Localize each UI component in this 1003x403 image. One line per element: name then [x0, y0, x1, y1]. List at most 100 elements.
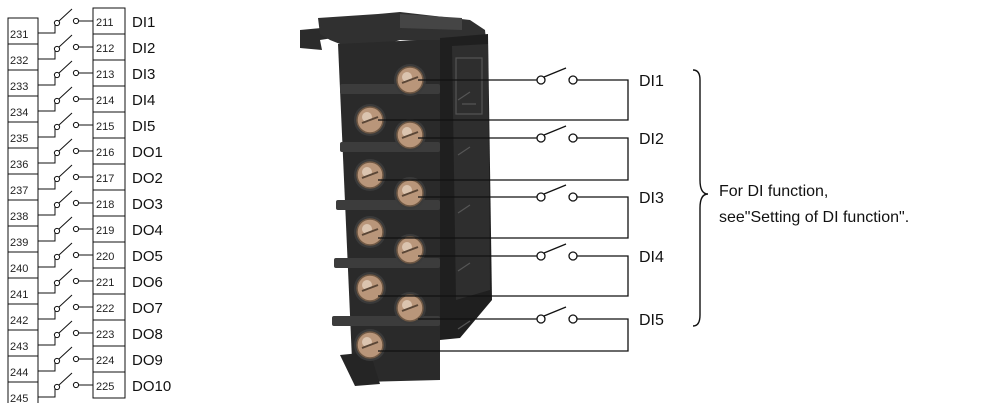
terminal-label: DI1 — [132, 14, 155, 31]
switch-contact — [53, 227, 61, 235]
left-terminal-number: 242 — [10, 315, 28, 327]
screw-slot — [401, 304, 419, 312]
di-label: DI2 — [639, 131, 664, 148]
left-terminal-number: 236 — [10, 159, 28, 171]
di-circuit: DI2 — [378, 125, 664, 181]
switch-contact — [53, 201, 61, 209]
left-terminal-number: 239 — [10, 237, 28, 249]
switch-contact — [72, 381, 80, 389]
left-terminal-number: 244 — [10, 367, 28, 379]
switch-wire-left — [38, 51, 56, 60]
terminal-label: DI3 — [132, 66, 155, 83]
di-wire-return — [378, 196, 629, 239]
switch-contact — [53, 97, 61, 105]
right-terminal-number: 214 — [96, 95, 114, 107]
switch-contact — [72, 251, 80, 259]
terminal-block-photo — [300, 12, 492, 386]
terminal-label: DI5 — [132, 118, 155, 135]
right-terminal-number: 223 — [96, 329, 114, 341]
switch-contact — [53, 71, 61, 79]
di-circuit: DI4 — [378, 243, 664, 297]
di-circuit: DI3 — [378, 184, 664, 239]
note-line2: see"Setting of DI function". — [719, 209, 909, 226]
switch-wire-left — [38, 389, 56, 398]
switch-contact — [53, 253, 61, 261]
switch-wire-left — [38, 363, 56, 372]
switch-contact — [72, 329, 80, 337]
switch-contact — [53, 383, 61, 391]
left-terminal-strip — [7, 17, 39, 403]
switch-blade — [58, 8, 73, 22]
left-terminal-number: 233 — [10, 81, 28, 93]
di-switch-contact — [568, 314, 578, 324]
curly-brace — [692, 69, 709, 327]
switch-wire-left — [38, 129, 56, 138]
switch-wire-left — [38, 285, 56, 294]
switch-wire-left — [38, 259, 56, 268]
terminal-screw — [354, 216, 386, 248]
switch-contact — [72, 17, 80, 25]
switch-contact — [53, 123, 61, 131]
switch-contact — [72, 43, 80, 51]
switch-contact — [53, 149, 61, 157]
right-terminal-number: 224 — [96, 355, 114, 367]
screw-slot — [361, 171, 379, 179]
left-terminal-number: 240 — [10, 263, 28, 275]
switch-wire-left — [38, 181, 56, 190]
switch-wire-left — [38, 207, 56, 216]
right-terminal-number: 216 — [96, 147, 114, 159]
terminal-screw — [354, 104, 386, 136]
left-terminal-number: 232 — [10, 55, 28, 67]
switch-contact — [53, 175, 61, 183]
terminal-label: DO2 — [132, 170, 163, 187]
switch-blade — [58, 268, 73, 282]
switch-contact — [72, 173, 80, 181]
switch-contact — [53, 45, 61, 53]
di-switch-contact — [536, 75, 546, 85]
di-switch-blade — [543, 184, 567, 195]
switch-wire-left — [38, 103, 56, 112]
note-line1: For DI function, — [719, 183, 828, 200]
terminal-screw — [394, 177, 426, 209]
di-switch-blade — [543, 243, 567, 254]
terminal-label: DO8 — [132, 326, 163, 343]
right-terminal-number: 211 — [96, 17, 114, 29]
left-terminal-number: 234 — [10, 107, 28, 119]
terminal-screw — [354, 329, 386, 361]
di-label: DI4 — [639, 249, 664, 266]
switch-contact — [72, 95, 80, 103]
di-label: DI5 — [639, 312, 664, 329]
switch-blade — [58, 242, 73, 256]
screw-slot — [361, 116, 379, 124]
switch-wire-left — [38, 77, 56, 86]
switch-blade — [58, 34, 73, 48]
terminal-label: DO7 — [132, 300, 163, 317]
switch-wire-left — [38, 337, 56, 346]
terminal-label: DO10 — [132, 378, 171, 395]
terminal-screw — [354, 159, 386, 191]
left-terminal-number: 245 — [10, 393, 28, 403]
di-switch-contact — [536, 133, 546, 143]
switch-blade — [58, 294, 73, 308]
di-wire-return — [378, 79, 629, 121]
switch-blade — [58, 86, 73, 100]
left-terminal-number: 243 — [10, 341, 28, 353]
switch-blade — [58, 372, 73, 386]
screw-slot — [401, 131, 419, 139]
di-switch-blade — [543, 125, 567, 136]
di-switch-contact — [568, 251, 578, 261]
right-terminal-number: 218 — [96, 199, 114, 211]
terminal-label: DO6 — [132, 274, 163, 291]
terminal-label: DO9 — [132, 352, 163, 369]
di-switch-contact — [568, 75, 578, 85]
switch-blade — [58, 138, 73, 152]
di-switch-contact — [536, 251, 546, 261]
terminal-screw — [354, 272, 386, 304]
di-circuit: DI5 — [378, 306, 664, 352]
switch-contact — [72, 303, 80, 311]
switch-blade — [58, 190, 73, 204]
terminal-label: DI2 — [132, 40, 155, 57]
